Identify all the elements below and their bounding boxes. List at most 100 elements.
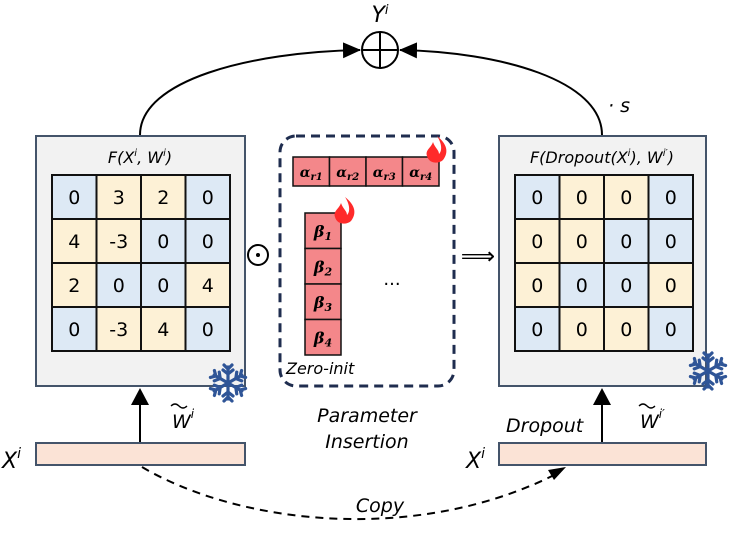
matrix-cell-value: 0 bbox=[620, 187, 632, 209]
matrix-cell: -3 bbox=[95, 306, 142, 352]
right-weight-label: Wi′ bbox=[640, 407, 665, 433]
matrix-cell: 0 bbox=[95, 262, 142, 308]
matrix-cell: 0 bbox=[51, 174, 98, 220]
matrix-cell: 0 bbox=[184, 174, 231, 220]
matrix-cell-value: 0 bbox=[665, 231, 677, 253]
right-block-title: F(Dropout(Xi), Wi′) bbox=[530, 148, 674, 167]
matrix-cell: 0 bbox=[647, 262, 694, 308]
matrix-cell-value: 4 bbox=[202, 275, 214, 297]
right-input-label: Xi bbox=[465, 446, 485, 474]
matrix-cell-value: 0 bbox=[531, 275, 543, 297]
matrix-cell: 0 bbox=[603, 262, 650, 308]
matrix-cell: 0 bbox=[514, 218, 561, 264]
matrix-cell-value: 0 bbox=[113, 275, 125, 297]
matrix-cell: 0 bbox=[603, 174, 650, 220]
matrix-cell-value: 0 bbox=[157, 275, 169, 297]
matrix-cell-value: 4 bbox=[157, 319, 169, 341]
matrix-cell: 0 bbox=[558, 262, 605, 308]
matrix-cell-value: 2 bbox=[157, 187, 169, 209]
beta-param-cell: β3 bbox=[304, 283, 342, 321]
matrix-cell-value: 0 bbox=[620, 319, 632, 341]
matrix-cell-value: 0 bbox=[68, 319, 80, 341]
matrix-cell-value: 0 bbox=[665, 187, 677, 209]
snowflake-icon bbox=[208, 363, 248, 403]
right-input-bar bbox=[498, 442, 707, 466]
matrix-cell: 4 bbox=[184, 262, 231, 308]
matrix-cell-value: -3 bbox=[109, 231, 128, 253]
matrix-cell-value: 0 bbox=[620, 231, 632, 253]
copy-arrow bbox=[141, 466, 561, 521]
beta-param-cell: β2 bbox=[304, 247, 342, 285]
matrix-cell: 0 bbox=[647, 174, 694, 220]
matrix-cell-value: 0 bbox=[68, 187, 80, 209]
insertion-caption-line1: Parameter bbox=[317, 405, 418, 427]
matrix-cell: 4 bbox=[140, 306, 187, 352]
matrix-cell-value: -3 bbox=[109, 319, 128, 341]
snowflake-icon bbox=[688, 351, 728, 391]
output-label: Yi bbox=[371, 3, 388, 28]
matrix-cell-value: 0 bbox=[576, 319, 588, 341]
matrix-cell: 0 bbox=[603, 218, 650, 264]
left-input-bar bbox=[35, 442, 246, 466]
matrix-cell: 2 bbox=[51, 262, 98, 308]
matrix-cell: 0 bbox=[558, 218, 605, 264]
matrix-cell: 0 bbox=[514, 262, 561, 308]
matrix-cell-value: 0 bbox=[202, 319, 214, 341]
matrix-cell: 3 bbox=[95, 174, 142, 220]
matrix-cell: 0 bbox=[184, 218, 231, 264]
insertion-dashed-frame bbox=[278, 134, 456, 388]
left-weight-label: Wi bbox=[172, 407, 195, 433]
alpha-param-cell: αr2 bbox=[328, 156, 367, 187]
matrix-cell-value: 2 bbox=[68, 275, 80, 297]
right-arrow-head bbox=[593, 388, 611, 405]
beta-param-cell: β1 bbox=[304, 212, 342, 250]
beta-param-label: β2 bbox=[313, 258, 333, 279]
beta-param-label: β3 bbox=[313, 293, 333, 314]
alpha-param-cell: αr1 bbox=[292, 156, 331, 187]
copy-arrow-head bbox=[548, 467, 566, 480]
matrix-cell-value: 0 bbox=[665, 275, 677, 297]
alpha-param-cell: αr3 bbox=[365, 156, 404, 187]
left-block-title: F(Xi, Wi) bbox=[108, 148, 172, 167]
dropout-label: Dropout bbox=[506, 415, 585, 437]
matrix-cell-value: 0 bbox=[531, 187, 543, 209]
matrix-cell-value: 0 bbox=[576, 187, 588, 209]
matrix-cell: 4 bbox=[51, 218, 98, 264]
fire-icon bbox=[426, 136, 447, 163]
right-to-sum-arrow bbox=[399, 42, 603, 136]
implies-icon: ⟹ bbox=[461, 242, 495, 270]
matrix-cell-value: 0 bbox=[531, 231, 543, 253]
copy-label: Copy bbox=[356, 495, 405, 517]
left-to-sum-arrow bbox=[139, 42, 361, 136]
alpha-param-label: αr4 bbox=[409, 165, 432, 183]
matrix-cell: 0 bbox=[184, 306, 231, 352]
left-input-label: Xi bbox=[1, 446, 21, 474]
matrix-cell-value: 0 bbox=[576, 275, 588, 297]
matrix-cell: 0 bbox=[140, 218, 187, 264]
matrix-cell: 0 bbox=[647, 306, 694, 352]
fire-icon bbox=[334, 197, 355, 224]
matrix-cell-value: 0 bbox=[665, 319, 677, 341]
matrix-cell: 0 bbox=[647, 218, 694, 264]
alpha-param-label: αr2 bbox=[336, 165, 359, 183]
matrix-cell-value: 0 bbox=[620, 275, 632, 297]
hadamard-icon bbox=[247, 244, 269, 266]
matrix-cell-value: 0 bbox=[157, 231, 169, 253]
matrix-cell-value: 0 bbox=[531, 319, 543, 341]
matrix-cell-value: 0 bbox=[202, 187, 214, 209]
matrix-cell: -3 bbox=[95, 218, 142, 264]
matrix-cell: 0 bbox=[558, 174, 605, 220]
matrix-cell: 0 bbox=[603, 306, 650, 352]
matrix-cell: 0 bbox=[514, 306, 561, 352]
beta-param-label: β1 bbox=[313, 222, 332, 243]
matrix-cell: 0 bbox=[514, 174, 561, 220]
alpha-row: αr1 αr2 αr3 αr4 bbox=[292, 156, 440, 187]
alpha-param-label: αr1 bbox=[300, 165, 323, 183]
